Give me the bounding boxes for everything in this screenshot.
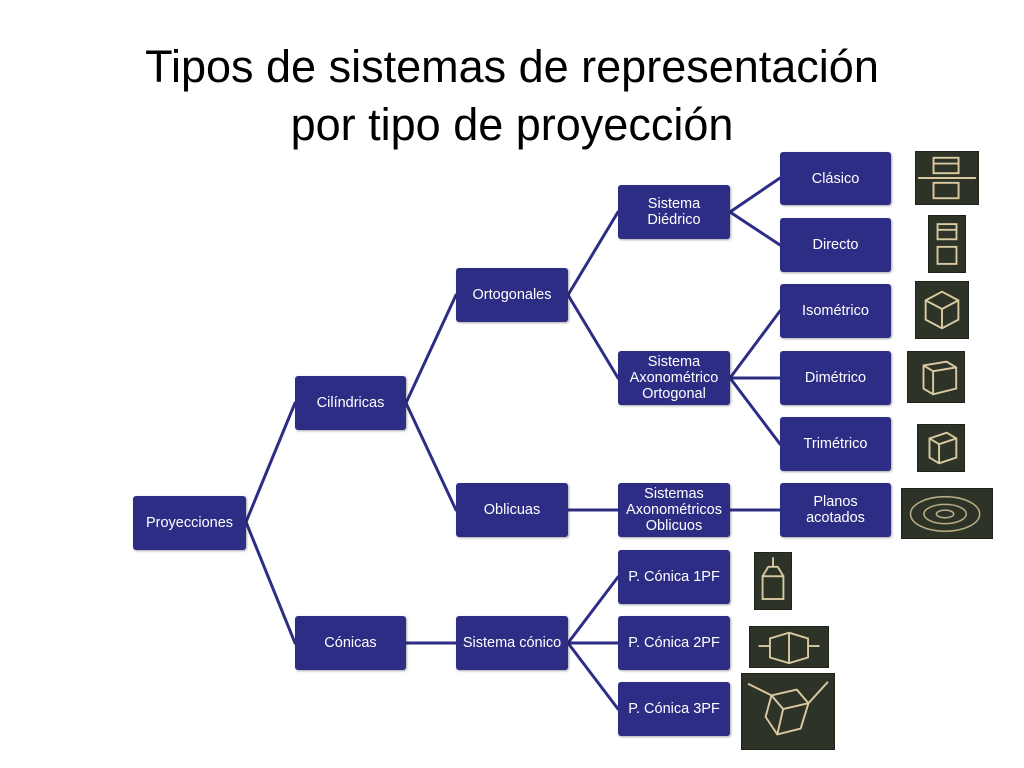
node-trimetrico: Trimétrico <box>780 417 891 471</box>
one-point-perspective-sketch-icon <box>754 552 792 610</box>
connector-conico-1pf <box>566 575 620 645</box>
connector-diedrico-clasico <box>728 176 782 214</box>
node-oblicuas: Oblicuas <box>456 483 568 537</box>
node-isometrico: Isométrico <box>780 284 891 338</box>
node-axon-ortogonal-line-2: Axonométrico <box>629 370 719 386</box>
connector-diedrico-directo <box>728 210 782 247</box>
three-point-perspective-sketch-icon <box>741 673 835 750</box>
node-conica-1pf: P. Cónica 1PF <box>618 550 730 604</box>
node-sistema-conico: Sistema cónico <box>456 616 568 670</box>
connector-proyecciones-conicas <box>244 520 297 645</box>
connector-proyecciones-cilindricas <box>244 401 297 524</box>
node-ortogonales: Ortogonales <box>456 268 568 322</box>
node-sistema-axonometrico-ortogonal: Sistema Axonométrico Ortogonal <box>618 351 730 405</box>
node-clasico: Clásico <box>780 152 891 205</box>
node-sistemas-axonometricos-oblicuos: Sistemas Axonométricos Oblicuos <box>618 483 730 537</box>
two-point-perspective-sketch-icon <box>749 626 829 668</box>
node-axon-oblicuos-line-2: Axonométricos <box>626 502 722 518</box>
connector-ortogonales-axonometrico <box>566 293 620 380</box>
contour-plan-sketch-icon <box>901 488 993 539</box>
node-axon-ortogonal-line-3: Ortogonal <box>642 386 706 402</box>
isometric-cube-sketch-icon <box>915 281 969 339</box>
dihedral-classic-sketch-icon <box>915 151 979 205</box>
node-axon-oblicuos-line-3: Oblicuos <box>645 518 703 534</box>
node-planos-acotados: Planos acotados <box>780 483 891 537</box>
dihedral-direct-sketch-icon <box>928 215 966 273</box>
node-proyecciones: Proyecciones <box>133 496 246 550</box>
slide-title-line-2: por tipo de proyección <box>290 99 734 150</box>
node-directo: Directo <box>780 218 891 272</box>
slide-title: Tipos de sistemas de representación por … <box>0 38 1024 154</box>
connector-axon-isometrico <box>728 309 782 380</box>
node-axon-ortogonal-line-1: Sistema <box>647 354 701 370</box>
trimetric-cube-sketch-icon <box>917 424 965 472</box>
node-conicas: Cónicas <box>295 616 406 670</box>
node-planos-acotados-line-2: acotados <box>806 510 865 526</box>
slide-title-line-1: Tipos de sistemas de representación <box>145 41 879 92</box>
connector-cilindricas-ortogonales <box>404 293 458 405</box>
node-sistema-diedrico-line-1: Sistema <box>647 196 701 212</box>
node-sistema-diedrico: Sistema Diédrico <box>618 185 730 239</box>
node-sistema-diedrico-line-2: Diédrico <box>647 212 701 228</box>
node-conica-2pf: P. Cónica 2PF <box>618 616 730 670</box>
connector-conico-3pf <box>566 641 620 711</box>
node-dimetrico: Dimétrico <box>780 351 891 405</box>
node-axon-oblicuos-line-1: Sistemas <box>644 486 704 502</box>
connector-cilindricas-oblicuas <box>404 401 458 512</box>
node-cilindricas: Cilíndricas <box>295 376 406 430</box>
node-planos-acotados-line-1: Planos <box>813 494 858 510</box>
connector-axon-trimetrico <box>728 376 782 446</box>
dimetric-cube-sketch-icon <box>907 351 965 403</box>
node-conica-3pf: P. Cónica 3PF <box>618 682 730 736</box>
connector-ortogonales-diedrico <box>566 210 620 297</box>
